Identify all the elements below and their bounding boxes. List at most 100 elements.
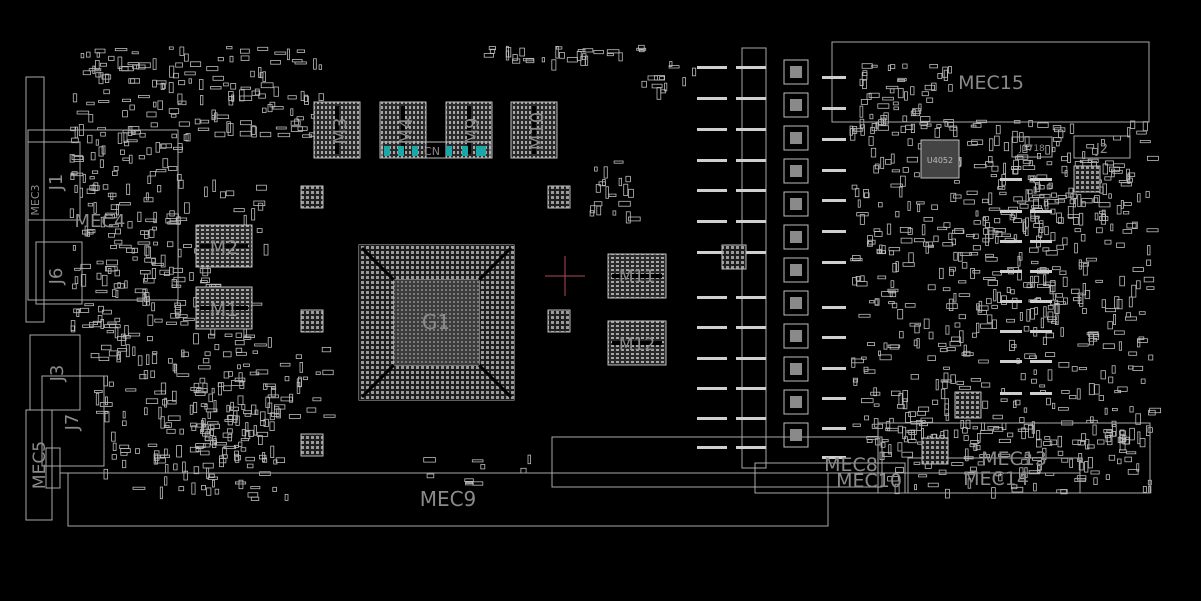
j6-outline[interactable] [35,241,83,305]
label-u4052[interactable]: U4052 [927,156,953,165]
memory-chip-m10[interactable] [510,101,558,159]
passive-component [176,373,190,377]
memory-chip-m3[interactable] [313,101,361,159]
j1718-outline[interactable] [1011,136,1053,158]
memory-chip-m12[interactable] [607,320,667,366]
label-j7[interactable]: J7 [62,414,83,432]
label-mec13[interactable]: MEC13 [981,448,1047,470]
label-mec5[interactable]: MEC5 [30,441,50,489]
label-mec14[interactable]: MEC14 [963,468,1029,490]
passive-component [96,410,109,414]
label-m4[interactable]: M4 [396,118,417,145]
mec8-outline[interactable] [551,436,883,488]
label-cn[interactable]: CN [424,145,440,158]
passive-component [122,110,128,118]
passive-component [991,165,999,172]
inductor-pad [736,326,766,329]
memory-chip-m1[interactable] [195,286,253,330]
j2-outline[interactable] [1073,135,1131,159]
passive-component [284,376,290,382]
phase-chip [783,356,809,382]
label-m12[interactable]: M12 [619,335,655,355]
passive-component [166,428,176,434]
passive-component [147,175,152,184]
label-m9[interactable]: M9 [462,118,483,145]
memory-chip-m2[interactable] [195,224,253,268]
gpu-package[interactable] [358,244,515,401]
label-j3[interactable]: J3 [47,365,68,383]
passive-component [287,95,297,100]
passive-component [908,252,914,264]
label-m1[interactable]: M1 [210,299,238,321]
passive-component [1073,197,1076,208]
label-gpu[interactable]: G1 [422,310,450,334]
label-j1[interactable]: J1 [46,174,67,192]
label-j1718[interactable]: J1718 [1018,144,1045,154]
label-mec15[interactable]: MEC15 [958,72,1024,94]
passive-component [127,332,141,337]
label-j2[interactable]: J2 [1095,142,1108,157]
passive-component [921,91,929,97]
label-mec10[interactable]: MEC10 [836,470,902,492]
passive-component [171,278,177,288]
inductor-pad [1000,360,1022,363]
passive-component [194,391,206,396]
label-mec4[interactable]: MEC4 [75,211,126,232]
inductor-pad [697,387,727,390]
passive-component [1003,162,1006,175]
j7-outline[interactable] [41,375,105,467]
passive-component [512,58,521,64]
passive-component [861,63,873,69]
passive-component [1127,469,1139,475]
mec14-outline[interactable] [907,457,1081,494]
passive-component [321,346,332,353]
passive-component [933,235,939,243]
passive-component [225,190,235,197]
passive-component [171,390,177,402]
passive-component [961,352,974,356]
cn-connector-pads[interactable] [381,141,491,159]
passive-component [202,462,214,469]
phase-chip-die [790,165,802,177]
label-m2[interactable]: M2 [210,237,238,259]
passive-component [972,269,981,274]
inductor-pad [697,128,727,131]
passive-component [917,204,921,213]
passive-component [132,256,138,261]
passive-component [1078,259,1082,270]
passive-component [851,357,856,368]
passive-component [1024,454,1032,458]
j3-outline[interactable] [29,334,81,411]
passive-component [998,438,1011,443]
mec5-outline[interactable] [25,409,53,521]
label-mec8[interactable]: MEC8 [824,454,878,476]
memory-chip-m11[interactable] [607,253,667,299]
label-mec3[interactable]: MEC3 [29,184,42,215]
passive-component [174,363,178,374]
label-m11[interactable]: M11 [619,267,655,287]
label-j6[interactable]: J6 [46,268,67,286]
j1-outline[interactable] [27,141,81,221]
passive-component [898,393,903,406]
passive-component [541,57,546,63]
passive-component [100,216,105,228]
passive-component [1093,477,1098,485]
mec3-outline[interactable] [25,76,45,323]
passive-component [1072,439,1081,445]
mec15-outline[interactable] [831,41,1150,123]
passive-component [137,211,142,222]
passive-component [864,192,870,199]
passive-component [1138,311,1146,315]
passive-component [1050,232,1056,242]
passive-component [901,451,914,458]
mec10-outline[interactable] [754,462,906,494]
inductor-pad [736,159,766,162]
passive-component [977,461,985,466]
label-m3[interactable]: M3 [330,118,351,145]
passive-component [1101,299,1106,309]
label-mec9[interactable]: MEC9 [420,487,477,511]
label-m10[interactable]: M10 [527,112,548,150]
passive-component [1081,433,1087,442]
passive-component [1117,386,1128,392]
